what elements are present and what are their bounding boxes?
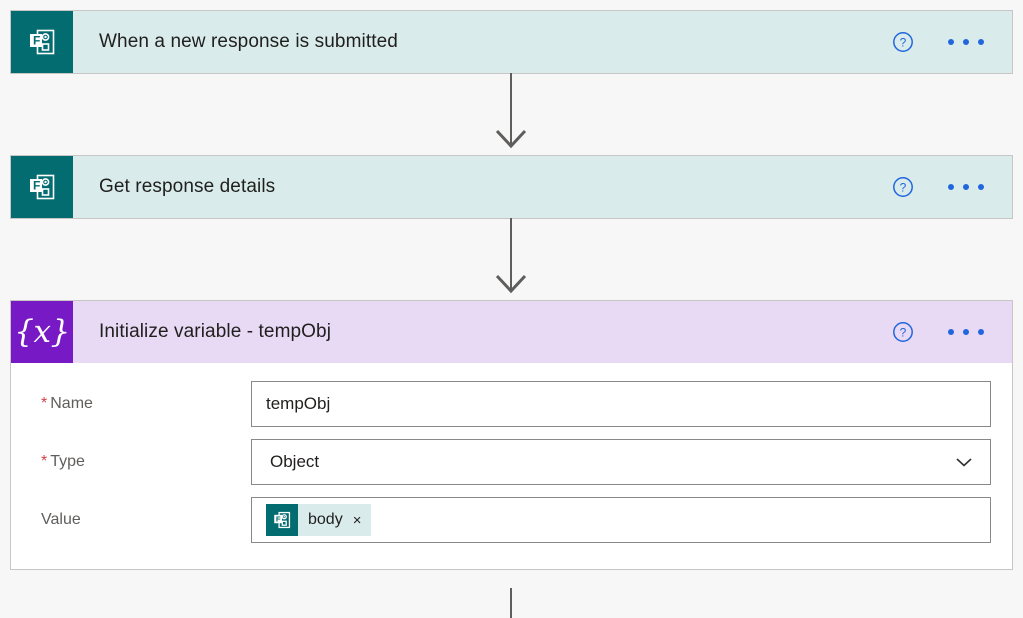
- ellipsis-dot: [948, 39, 954, 45]
- dynamic-content-token[interactable]: F body ×: [266, 504, 372, 536]
- svg-text:F: F: [33, 34, 40, 48]
- flow-step-header[interactable]: F Get response details ?: [11, 156, 1012, 218]
- name-input[interactable]: tempObj: [251, 381, 991, 427]
- type-label-text: Type: [50, 453, 85, 470]
- value-input[interactable]: F body ×: [251, 497, 991, 543]
- flow-step-card-initialize-variable[interactable]: {x} Initialize variable - tempObj ?: [10, 300, 1013, 570]
- type-label: *Type: [11, 453, 251, 471]
- more-options-icon[interactable]: [948, 39, 984, 45]
- help-icon[interactable]: ?: [892, 31, 914, 53]
- flow-connector-arrow: [481, 588, 541, 618]
- value-label: Value: [11, 511, 251, 529]
- flow-step-body: *Name tempObj *Type Object: [11, 363, 1012, 569]
- flow-designer-canvas: F When a new response is submitted ?: [10, 10, 1013, 618]
- microsoft-forms-icon: F: [266, 504, 298, 536]
- flow-step-card-trigger[interactable]: F When a new response is submitted ?: [10, 10, 1013, 74]
- flow-step-header[interactable]: {x} Initialize variable - tempObj ?: [11, 301, 1012, 363]
- type-select-value: Object: [270, 452, 320, 471]
- flow-step-actions: ?: [892, 31, 1012, 53]
- name-label: *Name: [11, 395, 251, 413]
- ellipsis-dot: [963, 329, 969, 335]
- flow-connector-arrow: [481, 218, 541, 300]
- microsoft-forms-icon: F: [11, 156, 73, 218]
- svg-text:?: ?: [900, 181, 907, 195]
- required-asterisk: *: [41, 453, 48, 470]
- form-row-name: *Name tempObj: [11, 381, 1012, 427]
- form-row-value: Value F: [11, 497, 1012, 543]
- token-label: body: [308, 511, 343, 528]
- ellipsis-dot: [978, 39, 984, 45]
- more-options-icon[interactable]: [948, 329, 984, 335]
- ellipsis-dot: [948, 184, 954, 190]
- flow-step-actions: ?: [892, 176, 1012, 198]
- help-icon[interactable]: ?: [892, 176, 914, 198]
- svg-text:?: ?: [900, 36, 907, 50]
- ellipsis-dot: [963, 184, 969, 190]
- required-asterisk: *: [41, 395, 48, 412]
- svg-text:?: ?: [900, 326, 907, 340]
- flow-step-header[interactable]: F When a new response is submitted ?: [11, 11, 1012, 73]
- form-row-type: *Type Object: [11, 439, 1012, 485]
- ellipsis-dot: [978, 329, 984, 335]
- name-input-value: tempObj: [266, 394, 331, 413]
- flow-step-title: Get response details: [99, 176, 276, 197]
- type-select[interactable]: Object: [251, 439, 991, 485]
- flow-step-title: Initialize variable - tempObj: [99, 321, 332, 342]
- ellipsis-dot: [978, 184, 984, 190]
- value-label-text: Value: [41, 511, 81, 528]
- flow-connector-arrow: [481, 73, 541, 155]
- svg-text:F: F: [276, 515, 281, 524]
- chevron-down-icon[interactable]: [954, 456, 974, 468]
- ellipsis-dot: [963, 39, 969, 45]
- close-icon[interactable]: ×: [352, 511, 362, 529]
- name-label-text: Name: [50, 395, 93, 412]
- variable-braces-icon: {x}: [11, 301, 73, 363]
- variable-glyph: {x}: [14, 313, 70, 350]
- flow-step-actions: ?: [892, 321, 1012, 343]
- microsoft-forms-icon: F: [11, 11, 73, 73]
- svg-text:F: F: [33, 179, 40, 193]
- flow-step-card-get-response[interactable]: F Get response details ?: [10, 155, 1013, 219]
- flow-step-title: When a new response is submitted: [99, 31, 398, 52]
- help-icon[interactable]: ?: [892, 321, 914, 343]
- more-options-icon[interactable]: [948, 184, 984, 190]
- ellipsis-dot: [948, 329, 954, 335]
